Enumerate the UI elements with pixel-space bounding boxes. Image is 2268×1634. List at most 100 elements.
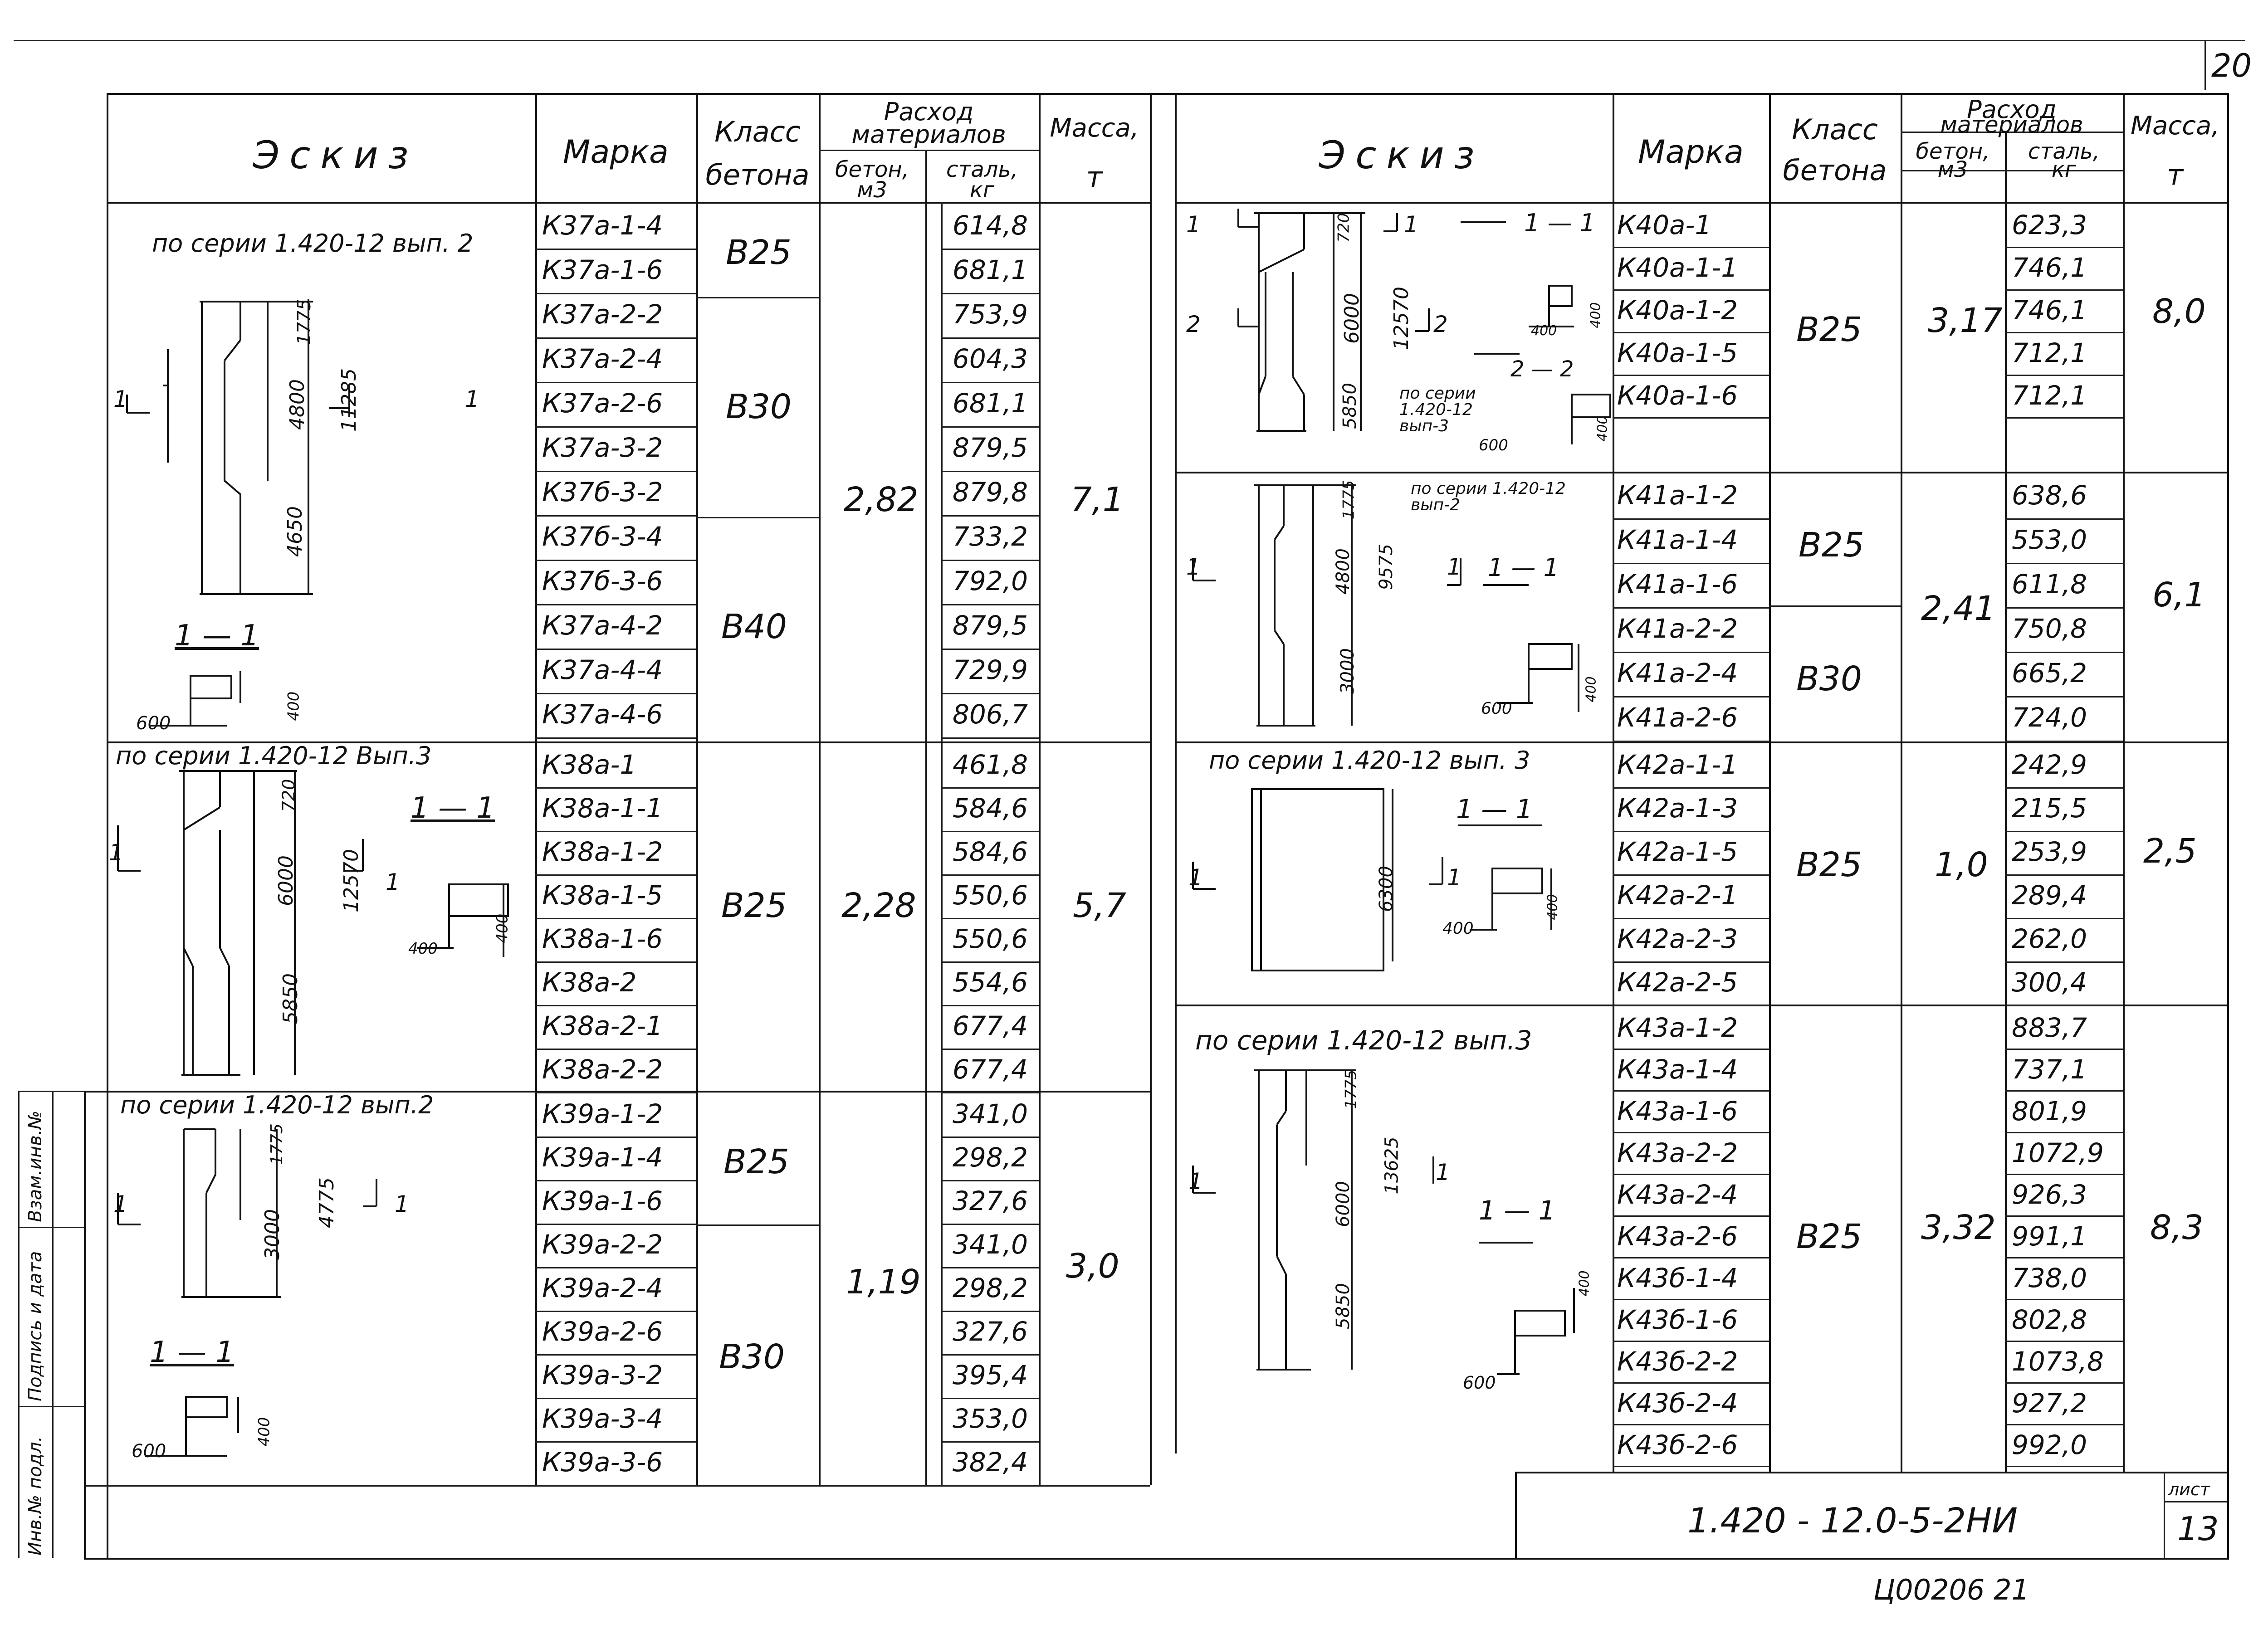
- stamp-label-2: Подпись и дата: [25, 1251, 46, 1401]
- steel-cell: 927,2: [2012, 1387, 2087, 1419]
- r2-class-1: В25: [1799, 526, 1864, 565]
- l-group-sep-2: [84, 1091, 1150, 1093]
- row-line: [2005, 831, 2123, 832]
- mark-cell: К37б-3-6: [542, 565, 663, 596]
- mark-cell: К43б-2-4: [1617, 1387, 1738, 1419]
- l-header-steel: сталь,: [946, 157, 1018, 182]
- row-line: [1613, 787, 1769, 789]
- stamp-left: [18, 1091, 20, 1558]
- row-line: [535, 918, 696, 919]
- mark-cell: К38а-2-1: [542, 1010, 663, 1042]
- mark-cell: К43а-1-4: [1617, 1054, 1738, 1085]
- l1-series-note: по серии 1.420-12 вып. 2: [152, 229, 474, 258]
- r-col-mark: [1613, 93, 1614, 1472]
- row-line: [2005, 375, 2123, 376]
- r-header-underline: [1901, 170, 2123, 171]
- l1-dim-4: 4650: [283, 506, 307, 557]
- r-header-consumption-1: Расход: [1967, 95, 2057, 124]
- l-col-steel: [925, 150, 927, 1485]
- l-header-steel-unit: кг: [969, 177, 995, 203]
- l3-section-dim-2: 400: [255, 1417, 274, 1447]
- row-line: [941, 337, 1039, 339]
- steel-cell: 611,8: [2012, 568, 2087, 600]
- r-header-class-2: бетона: [1783, 154, 1887, 187]
- r1-mark-2b: 2: [1433, 311, 1448, 337]
- row-line: [941, 604, 1039, 605]
- header-bottom-left: [107, 202, 1150, 204]
- mark-cell: К39а-1-6: [542, 1185, 663, 1217]
- steel-cell: 327,6: [953, 1185, 1028, 1217]
- r3-section-dim-2: 400: [1545, 894, 1561, 920]
- steel-cell: 554,6: [953, 967, 1028, 998]
- mark-cell: К39а-2-6: [542, 1316, 663, 1347]
- l-header-mass: Масса,: [1050, 113, 1139, 143]
- row-line: [941, 918, 1039, 919]
- steel-cell: 584,6: [953, 793, 1028, 824]
- r2-section-dim-1: 600: [1481, 699, 1512, 718]
- r3-section-dim-1: 400: [1442, 919, 1474, 938]
- steel-cell: 753,9: [953, 298, 1028, 330]
- mark-cell: К42а-2-1: [1617, 880, 1738, 911]
- l1-section-dim-1: 600: [136, 713, 171, 734]
- middle-divider-a: [1150, 93, 1152, 1485]
- mark-cell: К40а-1-5: [1617, 337, 1738, 368]
- r4-dim-3: 13625: [1381, 1136, 1403, 1195]
- header-bottom-right: [1175, 202, 2229, 204]
- r3-panel-sketch: [1192, 788, 1552, 971]
- mark-cell: К37а-1-4: [542, 210, 663, 241]
- steel-cell: 746,1: [2012, 252, 2087, 283]
- steel-cell: 298,2: [953, 1273, 1028, 1304]
- l3-section-dim-1: 600: [132, 1441, 166, 1462]
- row-line: [941, 1398, 1039, 1399]
- r1-mark-1a: 1: [1186, 211, 1201, 238]
- r-header-concrete: бетон,: [1916, 139, 1990, 164]
- row-line: [535, 1224, 696, 1225]
- l-class-sep-b: [696, 517, 819, 518]
- row-line: [1613, 332, 1769, 333]
- row-line: [941, 1049, 1039, 1050]
- row-line: [2005, 1174, 2123, 1175]
- row-line: [2005, 563, 2123, 564]
- row-line: [941, 249, 1039, 250]
- r-header-mark: Марка: [1638, 133, 1744, 171]
- steel-cell: 604,3: [953, 343, 1028, 374]
- steel-cell: 883,7: [2012, 1012, 2087, 1043]
- mark-cell: К37б-3-4: [542, 521, 663, 552]
- mark-cell: К41а-1-6: [1617, 568, 1738, 600]
- mark-cell: К38а-2: [542, 967, 637, 998]
- r4-column-sketch: [1192, 1069, 1575, 1375]
- stamp-right: [84, 1091, 86, 1558]
- r1-section-label-1: 1 — 1: [1524, 209, 1596, 237]
- r2-class-2: В30: [1796, 659, 1862, 698]
- row-line: [1613, 831, 1769, 832]
- steel-cell: 879,8: [953, 476, 1028, 507]
- r-col-steel: [2005, 132, 2007, 1472]
- l-consumption-split: [819, 150, 1039, 151]
- row-line: [2005, 652, 2123, 653]
- archive-code: Ц00206 21: [1873, 1573, 2029, 1606]
- steel-cell: 253,9: [2012, 836, 2087, 868]
- row-line: [941, 1441, 1039, 1443]
- row-line: [535, 249, 696, 250]
- steel-cell: 992,0: [2012, 1429, 2087, 1460]
- row-line: [2005, 417, 2123, 419]
- row-line: [941, 831, 1039, 832]
- l3-concrete-volume: 1,19: [846, 1263, 921, 1302]
- row-line: [1613, 289, 1769, 291]
- r-col-concrete: [1901, 93, 1902, 1472]
- r1-mark-2a: 2: [1186, 311, 1201, 337]
- row-line: [2005, 918, 2123, 919]
- mark-cell: К39а-2-4: [542, 1273, 663, 1304]
- row-line: [535, 337, 696, 339]
- row-line: [941, 693, 1039, 694]
- r1-dim-1: 720: [1334, 213, 1353, 243]
- r3-dim-1: 6300: [1375, 866, 1397, 912]
- l2-series-note: по серии 1.420-12 Вып.3: [116, 741, 432, 770]
- r4-dim-2: 6000: [1332, 1181, 1354, 1227]
- row-line: [2005, 1132, 2123, 1133]
- row-line: [535, 831, 696, 832]
- row-line: [2005, 1466, 2123, 1467]
- row-line: [1613, 961, 1769, 963]
- row-line: [2005, 961, 2123, 963]
- mark-cell: К37а-2-4: [542, 343, 663, 374]
